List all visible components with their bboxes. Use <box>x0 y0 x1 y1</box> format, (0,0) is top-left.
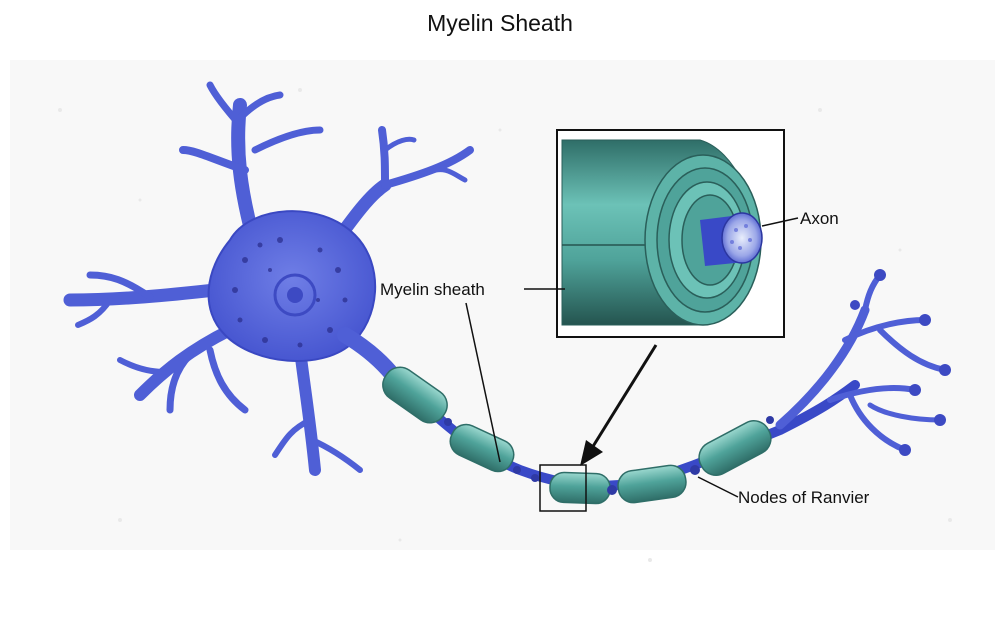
background-speckle <box>10 60 995 562</box>
inset-panel <box>557 130 784 337</box>
label-axon: Axon <box>800 209 839 228</box>
label-nodes-of-ranvier: Nodes of Ranvier <box>738 488 870 507</box>
label-myelin-sheath: Myelin sheath <box>380 280 485 299</box>
